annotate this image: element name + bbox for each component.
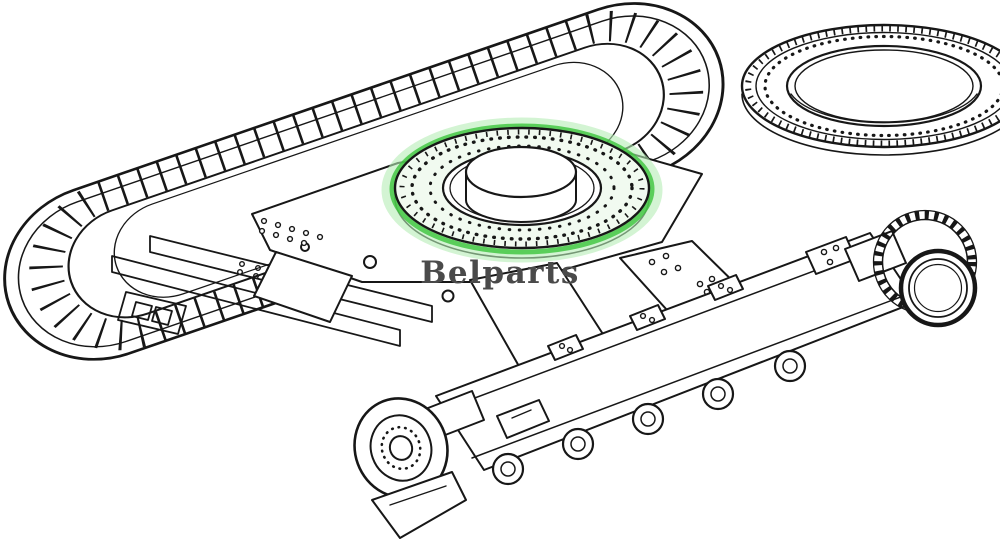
bolt-circle-inner [428,144,616,232]
mount-pad [547,334,584,361]
channel-bracket [496,399,550,439]
slewing-ring-highlighted [381,117,663,263]
track-roller-frame [435,232,917,486]
bolt-circle [763,34,1000,138]
mount-pad [629,304,666,331]
idler-wheel [353,390,485,539]
frame-leg-left [253,251,353,323]
mount-pad [707,274,744,301]
sprocket-teeth [873,210,977,314]
bolt-circle-outer [410,135,634,241]
bolt-cluster [258,217,716,296]
drive-sprocket [844,209,978,328]
track-roller [491,349,807,486]
spare-slewing-ring [740,23,1000,156]
track-guide-guard [371,471,467,539]
ring-green-outline [389,123,655,255]
sprocket-bracket [844,230,907,282]
watermark: Belparts [420,255,580,291]
